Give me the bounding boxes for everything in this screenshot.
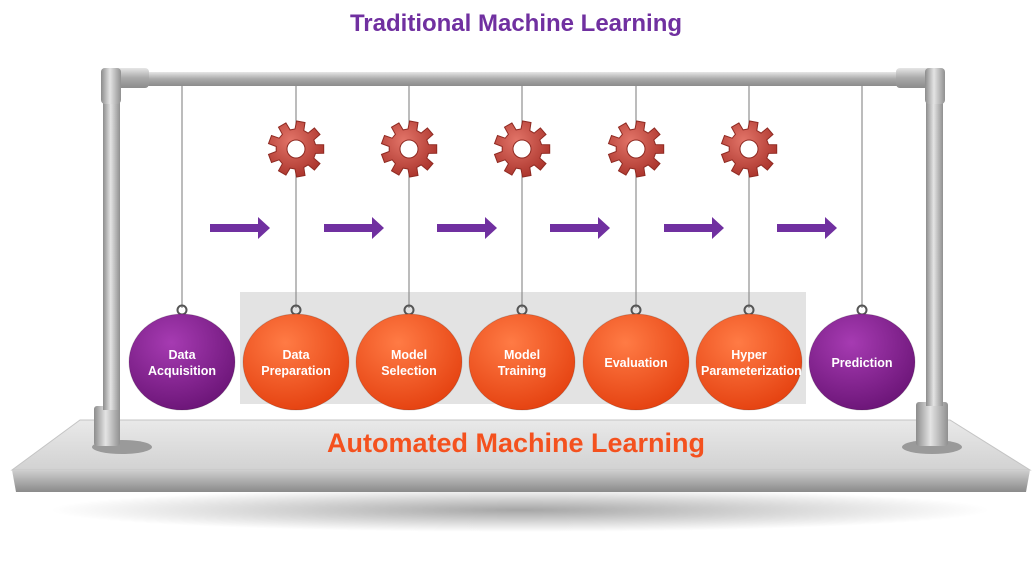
- stage-ball-automated: [355, 313, 463, 411]
- flow-arrows: [210, 217, 837, 239]
- stage-ball-automated: [695, 313, 803, 411]
- base-shadow: [50, 488, 990, 532]
- stage-ball-automated: [582, 313, 690, 411]
- traditional-ml-title: Traditional Machine Learning: [349, 10, 683, 37]
- stage-label: Data Acquisition: [147, 348, 217, 378]
- gear-hole: [739, 139, 759, 159]
- stage-label: Data Preparation: [261, 348, 331, 378]
- gear-hole: [626, 139, 646, 159]
- gear-hole: [399, 139, 419, 159]
- arrow-right-icon: [210, 217, 270, 239]
- cradle-base: [10, 419, 1032, 492]
- pendulum-strings: [176, 86, 868, 316]
- cradle-frame: [92, 68, 962, 454]
- arrow-right-icon: [664, 217, 724, 239]
- automated-ml-title: Automated Machine Learning: [326, 428, 706, 458]
- stage-ball-automated: [468, 313, 576, 411]
- stage-ball-traditional: [128, 313, 236, 411]
- arrow-right-icon: [437, 217, 497, 239]
- stage-label: Evaluation: [604, 356, 668, 370]
- stage-label: Model Selection: [381, 348, 437, 378]
- stage-ball-automated: [242, 313, 350, 411]
- gear-hole: [512, 139, 532, 159]
- arrow-right-icon: [550, 217, 610, 239]
- pendulum-balls: [128, 313, 916, 411]
- stage-ball-traditional: [808, 313, 916, 411]
- stage-label: Model Training: [497, 348, 547, 378]
- stage-label: Prediction: [831, 356, 893, 370]
- gear-hole: [286, 139, 306, 159]
- arrow-right-icon: [324, 217, 384, 239]
- stage-label: Hyper Parameterization: [701, 348, 802, 378]
- arrow-right-icon: [777, 217, 837, 239]
- gear-icons: [267, 120, 778, 178]
